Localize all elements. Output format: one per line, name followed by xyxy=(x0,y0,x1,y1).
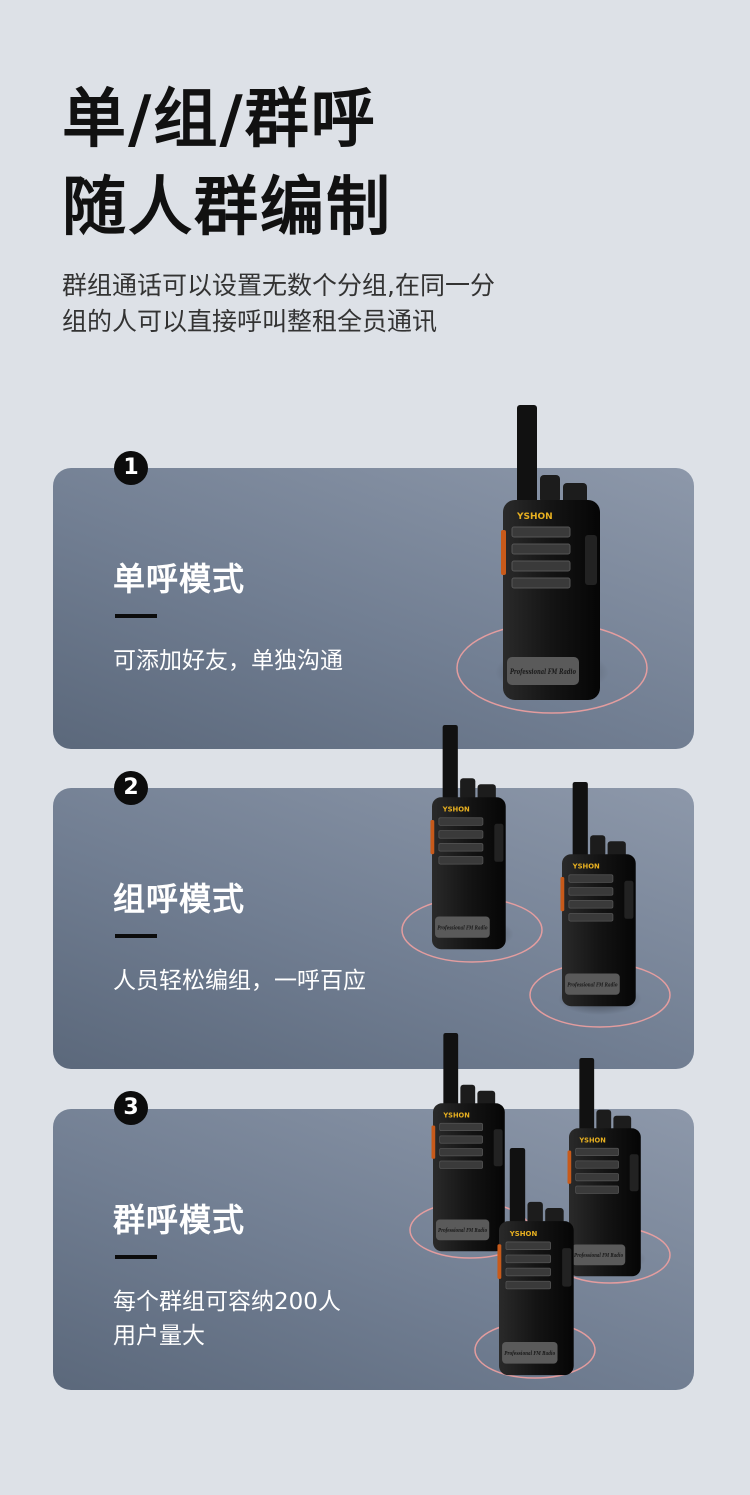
ptt-button xyxy=(560,877,565,912)
knob xyxy=(527,1201,543,1224)
antenna xyxy=(572,782,588,858)
divider xyxy=(115,614,157,618)
ptt-button xyxy=(567,1150,572,1184)
headline-description: 群组通话可以设置无数个分组,在同一分组的人可以直接呼叫整租全员通讯 xyxy=(62,271,495,336)
speaker-grille-slat xyxy=(568,887,614,896)
antenna xyxy=(443,1033,459,1107)
brand-logo: YSHON xyxy=(578,1136,605,1144)
walkie-talkie-icon: YSHON Professional FM Radio xyxy=(431,1033,505,1252)
ptt-button xyxy=(497,1244,502,1279)
speaker-grille-slat xyxy=(505,1267,551,1277)
antenna xyxy=(442,725,458,801)
label-plate xyxy=(565,973,620,995)
walkie-talkie-icon: YSHON Professional FM Radio xyxy=(501,405,600,700)
mode-description: 可添加好友，单独沟通 xyxy=(113,648,343,674)
label-plate xyxy=(502,1342,558,1364)
speaker-grille-slat xyxy=(575,1185,619,1194)
antenna xyxy=(579,1058,595,1132)
walkie-talkie-icon: YSHON Professional FM Radio xyxy=(430,725,506,950)
speaker-grille-slat xyxy=(568,874,614,883)
mode-description-line: 每个群组可容纳200人 xyxy=(113,1289,341,1315)
brand-logo: YSHON xyxy=(442,1111,469,1119)
mode-description: 每个群组可容纳200人用户量大 xyxy=(113,1285,341,1353)
product-label: Professional FM Radio xyxy=(437,1228,487,1234)
ptt-button xyxy=(431,1125,436,1159)
brand-logo: YSHON xyxy=(516,512,553,522)
side-button xyxy=(493,1129,503,1167)
mode-title: 组呼模式 xyxy=(113,880,246,918)
ptt-button xyxy=(430,820,435,855)
speaker-grille-slat xyxy=(505,1254,551,1264)
label-plate xyxy=(571,1244,626,1266)
label-plate xyxy=(435,916,490,938)
divider xyxy=(115,934,157,938)
headline-line-1: 单/组/群呼 xyxy=(62,83,377,157)
walkie-talkie-icon: YSHON Professional FM Radio xyxy=(567,1058,641,1277)
speaker-grille-slat xyxy=(439,1135,483,1144)
speaker-grille-slat xyxy=(575,1147,619,1157)
step-number-badge: 1 xyxy=(114,451,148,485)
mode-title: 群呼模式 xyxy=(113,1201,246,1239)
side-button xyxy=(624,880,634,919)
product-label: Professional FM Radio xyxy=(573,1253,623,1259)
product-label: Professional FM Radio xyxy=(437,925,488,931)
knob xyxy=(460,1084,476,1106)
speaker-grille-slat xyxy=(505,1241,551,1251)
speaker-grille-slat xyxy=(511,560,571,572)
side-button xyxy=(562,1248,572,1287)
knob xyxy=(460,778,476,800)
speaker-grille-slat xyxy=(439,1148,483,1157)
ptt-button xyxy=(501,530,506,575)
product-label: Professional FM Radio xyxy=(567,982,618,988)
speaker-grille-slat xyxy=(511,577,571,589)
speaker-grille-slat xyxy=(575,1160,619,1169)
speaker-grille-slat xyxy=(438,856,484,865)
side-button xyxy=(494,823,504,862)
speaker-grille-slat xyxy=(438,830,484,839)
speaker-grille-slat xyxy=(575,1173,619,1182)
product-label: Professional FM Radio xyxy=(509,667,576,676)
speaker-grille-slat xyxy=(439,1122,483,1132)
brand-logo: YSHON xyxy=(442,806,470,814)
divider xyxy=(115,1255,157,1259)
antenna xyxy=(517,405,537,505)
side-button xyxy=(629,1154,639,1192)
walkie-talkie-icon: YSHON Professional FM Radio xyxy=(560,782,636,1007)
mode-description-line: 用户量大 xyxy=(113,1323,205,1349)
speaker-grille-slat xyxy=(439,1160,483,1169)
knob xyxy=(596,1109,612,1131)
brand-logo: YSHON xyxy=(509,1230,538,1238)
brand-logo: YSHON xyxy=(572,863,600,871)
product-label: Professional FM Radio xyxy=(504,1351,556,1357)
speaker-grille-slat xyxy=(511,543,571,555)
speaker-grille-slat xyxy=(438,817,484,826)
walkie-talkie-icon: YSHON Professional FM Radio xyxy=(497,1148,574,1376)
step-number-badge: 3 xyxy=(114,1091,148,1125)
step-number-badge: 2 xyxy=(114,771,148,805)
mode-description: 人员轻松编组，一呼百应 xyxy=(113,968,366,994)
speaker-grille-slat xyxy=(505,1280,551,1290)
knob xyxy=(540,475,560,503)
knob xyxy=(590,835,606,857)
label-plate xyxy=(435,1219,490,1241)
speaker-grille-slat xyxy=(511,526,571,538)
side-button xyxy=(585,535,597,585)
speaker-grille-slat xyxy=(438,843,484,852)
speaker-grille-slat xyxy=(568,900,614,909)
mode-title: 单呼模式 xyxy=(113,560,246,598)
label-plate xyxy=(507,657,579,685)
antenna xyxy=(509,1148,526,1225)
speaker-grille-slat xyxy=(568,913,614,922)
headline-line-2: 随人群编制 xyxy=(62,171,392,245)
